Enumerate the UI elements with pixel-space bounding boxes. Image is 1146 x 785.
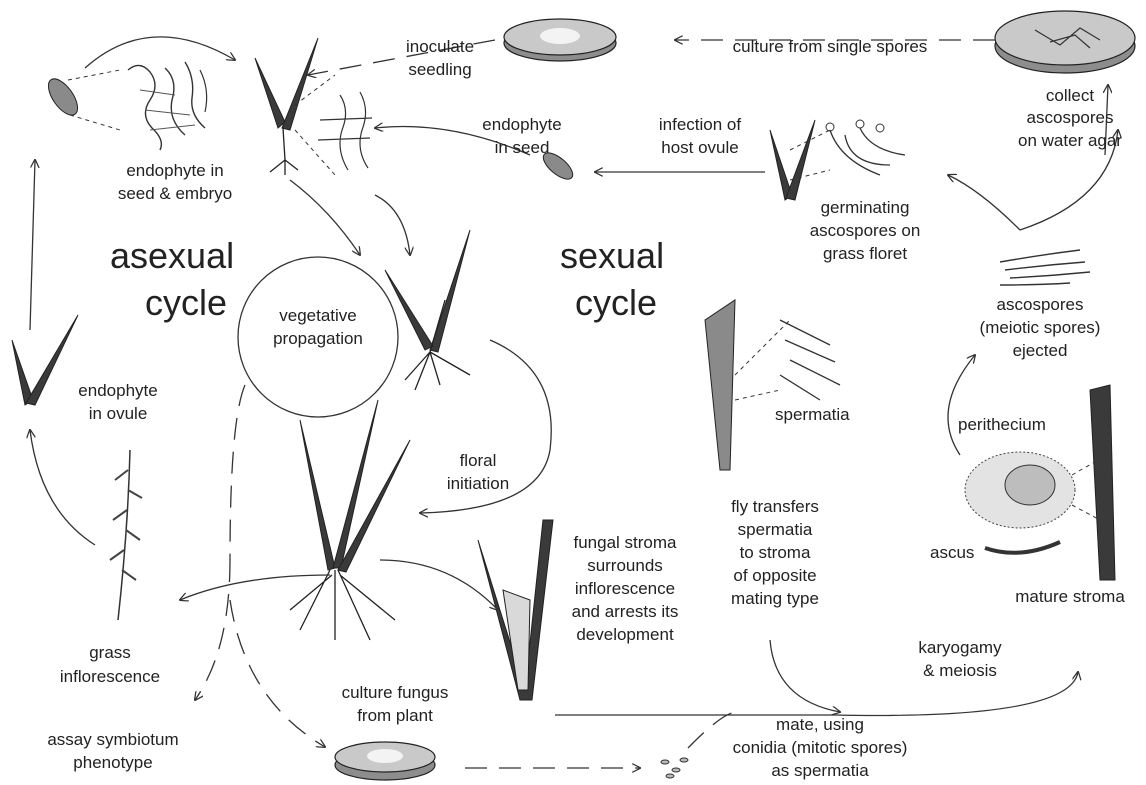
dashed-branch-main bbox=[230, 385, 245, 560]
grass-inflorescence-illustration bbox=[110, 450, 142, 620]
arrow-to-ovule bbox=[30, 430, 95, 545]
label-germinating-line3: grass floret bbox=[823, 244, 907, 263]
label-fly-line3: to stroma bbox=[740, 543, 811, 562]
label-endophyte-ovule-line2: in ovule bbox=[89, 404, 148, 423]
arrow-to-ascospores bbox=[948, 355, 975, 455]
asexual-cycle-title-line2: cycle bbox=[145, 282, 227, 323]
label-stroma-line2: surrounds bbox=[587, 556, 663, 575]
label-ascospores-line1: ascospores bbox=[997, 295, 1084, 314]
label-seed-embryo-line2: seed & embryo bbox=[118, 184, 232, 203]
label-ascospores-line3: ejected bbox=[1013, 341, 1068, 360]
dashed-to-mate bbox=[688, 712, 735, 748]
label-vegetative-line2: propagation bbox=[273, 329, 363, 348]
label-seed-embryo-line1: endophyte in bbox=[126, 161, 223, 180]
petri-dish-bottom bbox=[335, 742, 435, 780]
label-assay-line2: phenotype bbox=[73, 753, 152, 772]
arrow-to-germinating bbox=[948, 175, 1020, 230]
label-infection-line1: infection of bbox=[659, 115, 741, 134]
label-culture-single-spores: culture from single spores bbox=[733, 37, 928, 56]
cycle-arrows bbox=[30, 37, 1118, 768]
ascospores-illustration bbox=[1000, 250, 1090, 285]
young-plant-illustration bbox=[385, 230, 470, 390]
label-stroma-line1: fungal stroma bbox=[574, 533, 678, 552]
label-stroma-line4: and arrests its bbox=[572, 602, 679, 621]
label-mature-stroma: mature stroma bbox=[1015, 587, 1125, 606]
arrow-to-propagation bbox=[290, 180, 360, 255]
arrow-fly-transfer bbox=[770, 640, 840, 712]
arrow-karyogamy bbox=[555, 672, 1078, 715]
floret-germinating-illustration bbox=[770, 120, 905, 200]
arrow-assay bbox=[195, 560, 230, 700]
label-fly-line4: of opposite bbox=[733, 566, 816, 585]
arrow-to-young-plant bbox=[375, 195, 410, 255]
label-germinating-line1: germinating bbox=[821, 198, 910, 217]
arrow-ovule-to-seed bbox=[30, 160, 35, 330]
label-fly-line2: spermatia bbox=[738, 520, 813, 539]
label-culture-fungus-line1: culture fungus bbox=[342, 683, 449, 702]
label-collect-line1: collect bbox=[1046, 86, 1094, 105]
label-endophyte-ovule-line1: endophyte bbox=[78, 381, 157, 400]
label-spermatia: spermatia bbox=[775, 405, 850, 424]
label-grass-inflorescence-line2: inflorescence bbox=[60, 667, 160, 686]
label-karyogamy-line1: karyogamy bbox=[918, 638, 1002, 657]
water-agar-dish bbox=[995, 11, 1135, 73]
label-ascus: ascus bbox=[930, 543, 974, 562]
arrow-seed-to-seedling bbox=[85, 37, 235, 68]
spermatia-stem-illustration bbox=[705, 300, 840, 470]
arrow-to-stroma bbox=[380, 560, 498, 610]
seedling-illustration bbox=[255, 38, 372, 175]
mature-plant-illustration bbox=[290, 400, 410, 640]
sexual-cycle-title-line1: sexual bbox=[560, 235, 664, 276]
label-fly-line1: fly transfers bbox=[731, 497, 819, 516]
label-fly-line5: mating type bbox=[731, 589, 819, 608]
conidia-illustration bbox=[661, 758, 688, 778]
label-infection-line2: host ovule bbox=[661, 138, 739, 157]
asexual-cycle-title-line1: asexual bbox=[110, 235, 234, 276]
label-culture-fungus-line2: from plant bbox=[357, 706, 433, 725]
label-vegetative-line1: vegetative bbox=[279, 306, 357, 325]
label-grass-inflorescence-line1: grass bbox=[89, 643, 131, 662]
label-collect-line2: ascospores bbox=[1027, 108, 1114, 127]
label-floral-line1: floral bbox=[460, 451, 497, 470]
label-mate-line2: conidia (mitotic spores) bbox=[733, 738, 908, 757]
label-germinating-line2: ascospores on bbox=[810, 221, 921, 240]
seed-illustration-left bbox=[43, 70, 120, 130]
label-stroma-line5: development bbox=[576, 625, 674, 644]
label-assay-line1: assay symbiotum bbox=[47, 730, 178, 749]
petri-dish-top bbox=[504, 19, 616, 61]
label-floral-line2: initiation bbox=[447, 474, 509, 493]
arrow-culture-fungus bbox=[230, 600, 325, 747]
embryo-sketch bbox=[128, 62, 207, 150]
label-collect-line3: on water agar bbox=[1018, 131, 1122, 150]
label-karyogamy-line2: & meiosis bbox=[923, 661, 997, 680]
label-inoculate-line2: seedling bbox=[408, 60, 471, 79]
label-perithecium: perithecium bbox=[958, 415, 1046, 434]
label-mate-line1: mate, using bbox=[776, 715, 864, 734]
sexual-cycle-title-line2: cycle bbox=[575, 282, 657, 323]
label-stroma-line3: inflorescence bbox=[575, 579, 675, 598]
label-ascospores-line2: (meiotic spores) bbox=[980, 318, 1101, 337]
label-endophyte-seed-line2: in seed bbox=[495, 138, 550, 157]
stroma-stem-illustration bbox=[478, 520, 553, 700]
label-inoculate-line1: inoculate bbox=[406, 37, 474, 56]
label-endophyte-seed-line1: endophyte bbox=[482, 115, 561, 134]
label-mate-line3: as spermatia bbox=[771, 761, 869, 780]
ovule-floret-illustration bbox=[12, 315, 78, 405]
